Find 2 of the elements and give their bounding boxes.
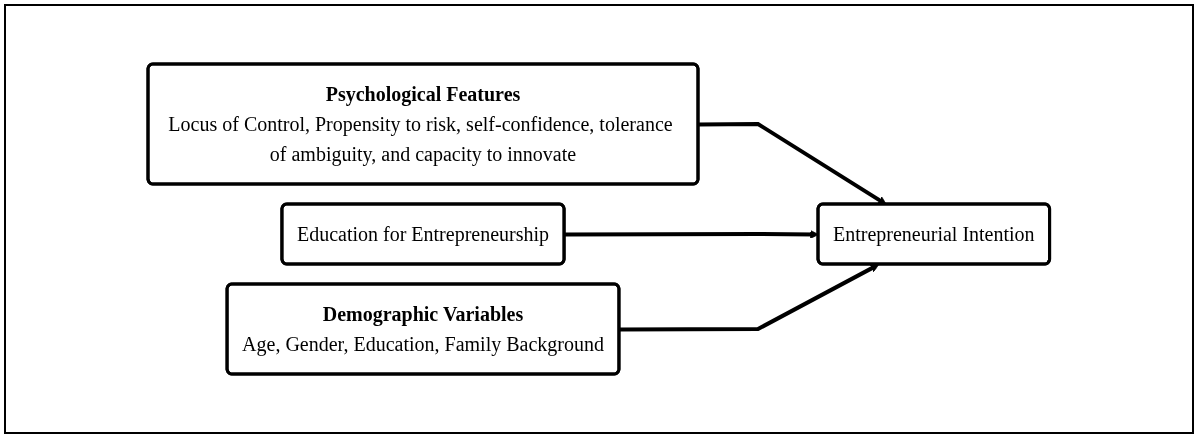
arrow	[698, 122, 887, 205]
arrow	[619, 264, 880, 332]
